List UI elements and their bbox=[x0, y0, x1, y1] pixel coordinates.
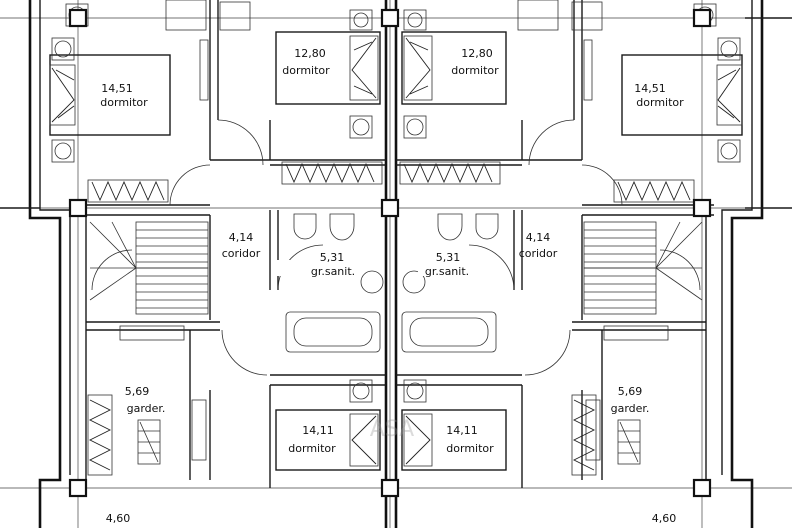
room-labels: 14,51 dormitor 12,80 dormitor 12,80 dorm… bbox=[100, 47, 684, 525]
room-area: 14,51 bbox=[101, 82, 133, 95]
room-area: 5,31 bbox=[320, 251, 345, 264]
windows bbox=[191, 39, 601, 461]
room-name: dormitor bbox=[446, 442, 494, 455]
watermark: ASA bbox=[370, 417, 414, 442]
storage-boxes bbox=[137, 419, 641, 465]
room-area: 14,51 bbox=[634, 82, 666, 95]
room-area: 5,69 bbox=[618, 385, 643, 398]
bed-center-left bbox=[275, 31, 381, 105]
bed-center-right bbox=[401, 31, 507, 105]
wardrobes bbox=[87, 161, 695, 476]
central-wall bbox=[384, 0, 398, 528]
room-area: 14,11 bbox=[446, 424, 478, 437]
room-area: 12,80 bbox=[461, 47, 493, 60]
room-area: 14,11 bbox=[302, 424, 334, 437]
room-name: dormitor bbox=[100, 96, 148, 109]
room-area: 4,14 bbox=[229, 231, 254, 244]
stairs-right bbox=[583, 221, 703, 315]
room-name: dormitor bbox=[451, 64, 499, 77]
room-name: dormitor bbox=[282, 64, 330, 77]
room-area: 5,31 bbox=[436, 251, 461, 264]
room-name: coridor bbox=[222, 247, 261, 260]
room-area: 4,14 bbox=[526, 231, 551, 244]
bed-left-top bbox=[49, 54, 171, 136]
stairs-left bbox=[89, 221, 209, 315]
interior-walls-left bbox=[78, 0, 386, 488]
room-name: garder. bbox=[127, 402, 166, 415]
room-name: gr.sanit. bbox=[425, 265, 469, 278]
bed-right-top bbox=[621, 54, 743, 136]
bed-bottom-right bbox=[401, 409, 507, 471]
room-area: 4,60 bbox=[106, 512, 131, 525]
bed-bottom-left bbox=[275, 409, 381, 471]
room-name: garder. bbox=[611, 402, 650, 415]
room-name: dormitor bbox=[288, 442, 336, 455]
columns bbox=[68, 8, 712, 498]
room-area: 5,69 bbox=[125, 385, 150, 398]
bathroom-fixtures-left bbox=[285, 213, 384, 353]
door-swings bbox=[169, 119, 623, 376]
room-area: 4,60 bbox=[652, 512, 677, 525]
interior-walls-right bbox=[396, 0, 714, 488]
bathroom-fixtures-right bbox=[401, 213, 499, 353]
desk-chairs bbox=[165, 0, 603, 31]
nightstands bbox=[51, 3, 741, 403]
room-name: dormitor bbox=[636, 96, 684, 109]
room-name: coridor bbox=[519, 247, 558, 260]
room-area: 12,80 bbox=[294, 47, 326, 60]
room-name: gr.sanit. bbox=[311, 265, 355, 278]
